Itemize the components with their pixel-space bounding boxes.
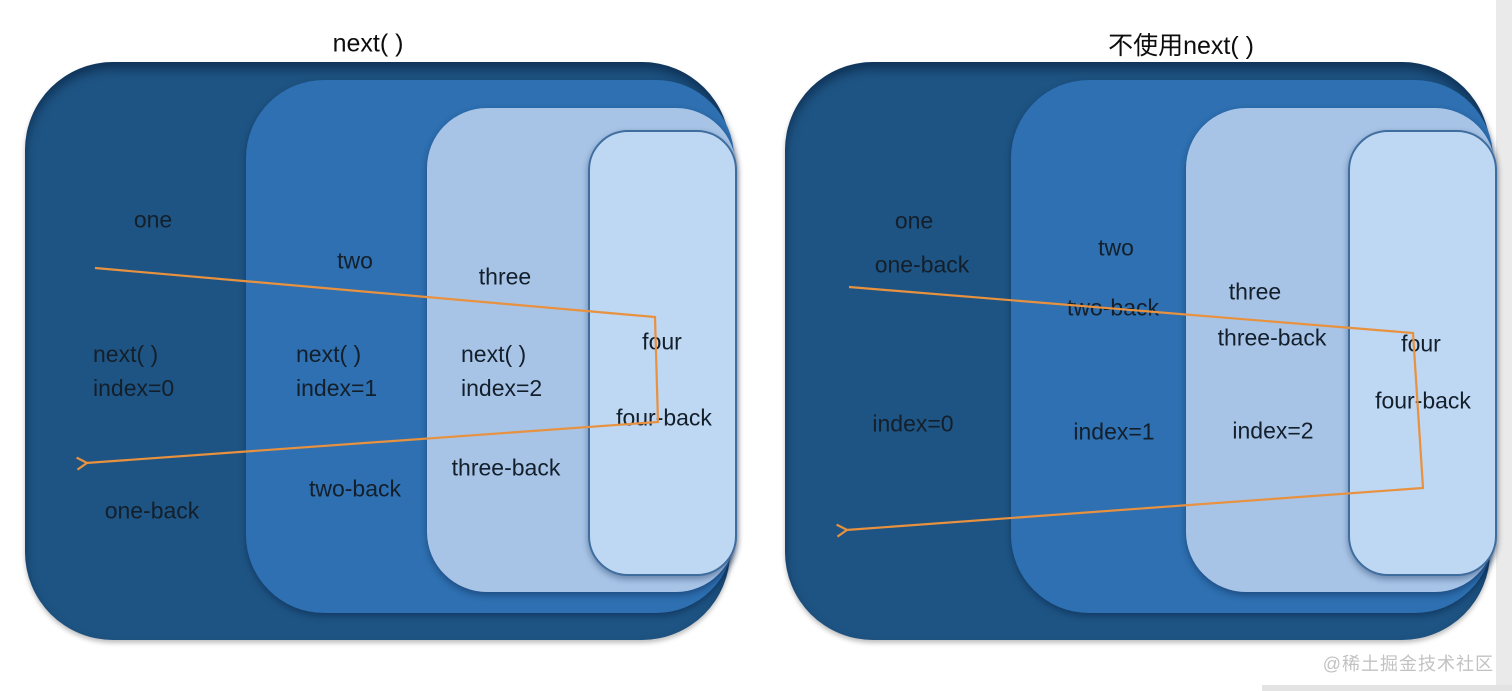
left-label-four-back: four-back	[616, 404, 712, 431]
right-diagram-title: 不使用next( )	[1108, 32, 1254, 60]
left-label-one-back: one-back	[104, 497, 200, 524]
left-label-three: three	[478, 263, 532, 290]
right-label-three-back: three-back	[1217, 324, 1327, 351]
right-label-three: three	[1228, 278, 1282, 305]
right-label-index0: index=0	[872, 410, 954, 437]
left-label-two: two	[337, 247, 373, 274]
right-label-two-back: two-back	[1066, 294, 1160, 321]
next-call-label: next( )	[461, 341, 527, 367]
left-label-four: four	[642, 328, 682, 355]
left-label-two-back: two-back	[308, 475, 402, 502]
right-label-two: two	[1098, 234, 1134, 261]
right-label-four-back: four-back	[1375, 387, 1471, 414]
right-label-index1: index=1	[1073, 418, 1155, 445]
left-label-one: one	[133, 206, 173, 233]
left-next-call-index0: next( ) index=0	[93, 337, 174, 405]
next-call-label: next( )	[93, 341, 159, 367]
left-next-call-index2: next( ) index=2	[461, 337, 542, 405]
left-diagram-title: next( )	[332, 29, 404, 58]
right-label-index2: index=2	[1232, 417, 1314, 444]
index-value-label: index=0	[93, 375, 175, 401]
right-gutter	[1496, 0, 1512, 691]
right-label-one-back: one-back	[874, 251, 970, 278]
left-label-three-back: three-back	[451, 454, 561, 481]
index-value-label: index=2	[461, 375, 543, 401]
right-label-one: one	[894, 207, 934, 234]
left-next-call-index1: next( ) index=1	[296, 337, 377, 405]
bottom-edge-strip	[1262, 685, 1512, 691]
index-value-label: index=1	[296, 375, 378, 401]
right-label-four: four	[1401, 330, 1441, 357]
watermark: @稀土掘金技术社区	[1322, 654, 1494, 674]
next-call-label: next( )	[296, 341, 362, 367]
